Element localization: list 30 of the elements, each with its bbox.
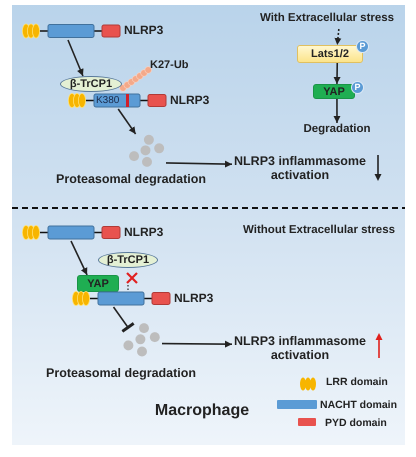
condition-heading: Without Extracellular stress [240,224,398,241]
arrow [334,62,341,84]
cell-type-label: Macrophage [154,402,250,420]
dotted-arrow [334,28,342,46]
process-caption: Proteasomal degradation [46,366,196,380]
legend-label: PYD domain [325,417,387,430]
protein-label: NLRP3 [124,226,164,240]
process-caption: Proteasomal degradation [56,172,206,186]
protein-label: NLRP3 [170,94,210,108]
protein-box: YAP [313,84,355,99]
modification-label: K27-Ub [150,59,189,72]
outcome-text: Degradation [302,123,372,138]
outcome-text: NLRP3 inflammasome activation [232,334,368,368]
arrow [67,40,84,76]
legend-label: NACHT domain [320,399,397,412]
arrow [166,160,232,168]
arrow [333,99,340,123]
condition-heading: With Extracellular stress [253,12,401,29]
arrow [70,240,88,276]
arrow [118,108,136,134]
residue-label: K380 [96,94,120,106]
outcome-text: NLRP3 inflammasome activation [232,154,368,188]
inhibition-line [112,306,135,333]
arrow [162,340,232,348]
legend-label: LRR domain [326,376,388,388]
protein-label: NLRP3 [174,292,214,306]
protein-label: NLRP3 [124,24,164,38]
proteasome-drawing [128,134,166,168]
proteasome-drawing [122,322,162,358]
protein-box: YAP [77,275,119,292]
